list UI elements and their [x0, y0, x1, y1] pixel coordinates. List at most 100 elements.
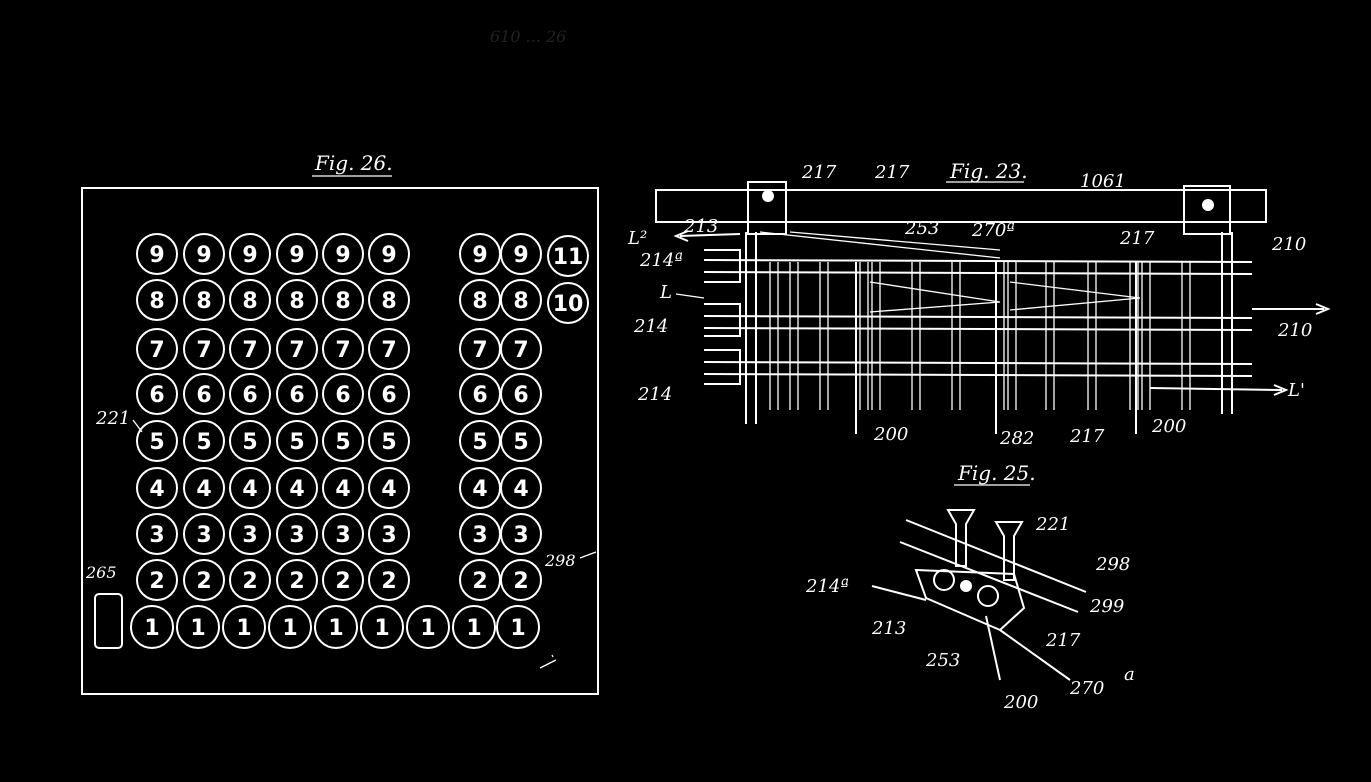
fig26-key-one-2: 1: [222, 605, 266, 649]
fig23-arrow-right-lower: [1149, 384, 1289, 396]
fig26-key-r7-c0: 2: [136, 559, 178, 601]
fig26-key-r6-c0-ring: [136, 513, 178, 555]
fig26-key-r7-c5-digit: 2: [381, 569, 396, 594]
fig26-key-r1-c1-digit: 8: [196, 289, 211, 314]
fig26-key-r0-c5-digit: 9: [381, 243, 396, 268]
fig23-top-bar: [655, 189, 1267, 223]
fig26-key-right-b-r1-digit: 8: [513, 289, 528, 314]
fig23-label-253: 253: [904, 218, 939, 239]
fig23-left-frame: [745, 232, 757, 424]
fig25-pivot-c: [977, 585, 999, 607]
fig26-key-right-b-r6-ring: [500, 513, 542, 555]
fig23-stem-1: [789, 262, 799, 410]
fig23-left-bracket: [747, 181, 787, 235]
fig23-label-200-a: 200: [873, 424, 908, 445]
fig26-key-r6-c2-digit: 3: [242, 523, 257, 548]
fig23-label-217-b: 217: [874, 162, 910, 183]
fig26-label-265: 265: [85, 563, 117, 582]
fig23-stem-5: [911, 262, 921, 410]
fig23-stem-8: [1007, 262, 1017, 410]
fig23-label-213: 213: [683, 216, 718, 237]
fig25-label-214a: 214ª: [805, 576, 849, 597]
fig26-key-r5-c2: 4: [229, 467, 271, 509]
fig23-right-frame: [1221, 232, 1233, 414]
fig26-key-r7-c3: 2: [276, 559, 318, 601]
fig23-leader-l: [675, 293, 705, 299]
fig25-label-298: 298: [1095, 554, 1130, 575]
fig26-key-r1-c3: 8: [276, 279, 318, 321]
fig26-key-r1-c1: 8: [183, 279, 225, 321]
fig26-key-r4-c4: 5: [322, 420, 364, 462]
fig26-key-one-3-digit: 1: [282, 616, 297, 641]
fig26-key-r2-c0-ring: [136, 328, 178, 370]
fig26-label-298: 298: [544, 551, 576, 570]
fig26-key-r7-c1-digit: 2: [196, 569, 211, 594]
fig26-key-one-4: 1: [314, 605, 358, 649]
fig26-key-r3-c4-ring: [322, 373, 364, 415]
fig26-key-r0-c0-ring: [136, 233, 178, 275]
fig26-key-r2-c1-ring: [183, 328, 225, 370]
fig26-key-r3-c5-ring: [368, 373, 410, 415]
fig26-key-one-1-digit: 1: [190, 616, 205, 641]
fig26-key-r5-c3-ring: [276, 467, 318, 509]
fig26-key-right-b-r2-ring: [500, 328, 542, 370]
fig26-key-r5-c3-digit: 4: [289, 477, 304, 502]
fig26-key-r2-c4-digit: 7: [335, 338, 350, 363]
fig23-label-214-c: 214: [637, 384, 672, 405]
fig26-key-right-a-r7: 2: [459, 559, 501, 601]
fig26-key-r7-c2-ring: [229, 559, 271, 601]
fig26-key-one-8: 1: [496, 605, 540, 649]
fig26-key-r4-c1-digit: 5: [196, 430, 211, 455]
fig26-key-r0-c5-ring: [368, 233, 410, 275]
fig26-key-r1-c2-ring: [229, 279, 271, 321]
fig26-key-r3-c1-digit: 6: [196, 383, 211, 408]
fig25-key-right: [994, 521, 1024, 581]
fig26-key-r0-c3-digit: 9: [289, 243, 304, 268]
fig23-label-217-d: 217: [1069, 426, 1105, 447]
fig26-key-right-a-r6-digit: 3: [472, 523, 487, 548]
fig26-key-r6-c1-digit: 3: [196, 523, 211, 548]
fig25-key-left: [946, 509, 976, 567]
fig26-key-r1-c5: 8: [368, 279, 410, 321]
fig26-key-10: 10: [547, 282, 589, 324]
fig26-key-r0-c3: 9: [276, 233, 318, 275]
fig26-key-right-b-r0-ring: [500, 233, 542, 275]
fig23-stem-10: [1087, 262, 1097, 410]
fig23-label-217-c: 217: [1119, 228, 1155, 249]
fig25-label-200: 200: [1003, 692, 1038, 713]
fig26-key-one-5-ring: [360, 605, 404, 649]
fig26-key-r4-c0-ring: [136, 420, 178, 462]
fig23-left-pivot: [762, 190, 774, 202]
fig26-key-right-a-r7-digit: 2: [472, 569, 487, 594]
fig23-label-282: 282: [999, 428, 1034, 449]
fig26-key-right-b-r5-ring: [500, 467, 542, 509]
fig26-key-one-4-ring: [314, 605, 358, 649]
fig26-key-r7-c1: 2: [183, 559, 225, 601]
fig26-key-r5-c5-digit: 4: [381, 477, 396, 502]
fig26-key-one-3-ring: [268, 605, 312, 649]
fig26-key-r3-c4-digit: 6: [335, 383, 350, 408]
fig25-links: [871, 585, 1071, 681]
fig26-key-r6-c0: 3: [136, 513, 178, 555]
fig23-stem-11: [1129, 262, 1139, 410]
fig26-key-right-b-r2: 7: [500, 328, 542, 370]
fig26-key-r5-c1: 4: [183, 467, 225, 509]
fig26-key-r7-c2: 2: [229, 559, 271, 601]
fig25-carrier: [914, 568, 1026, 632]
fig26-key-r3-c1: 6: [183, 373, 225, 415]
fig26-title: Fig. 26.: [314, 151, 393, 175]
fig26-key-right-a-r1-digit: 8: [472, 289, 487, 314]
fig26-key-r5-c1-ring: [183, 467, 225, 509]
fig23-rail-middle: [703, 315, 1253, 331]
fig26-key-right-b-r0: 9: [500, 233, 542, 275]
fig26-key-r6-c4: 3: [322, 513, 364, 555]
fig26-key-r6-c5: 3: [368, 513, 410, 555]
fig26-key-r0-c4-digit: 9: [335, 243, 350, 268]
fig26-key-r5-c4-ring: [322, 467, 364, 509]
fig26-key-r2-c5-digit: 7: [381, 338, 396, 363]
fig23-lever-253: [759, 231, 1001, 259]
fig26-key-r4-c1-ring: [183, 420, 225, 462]
fig26-key-right-b-r3: 6: [500, 373, 542, 415]
fig25-title: Fig. 25.: [957, 461, 1036, 485]
